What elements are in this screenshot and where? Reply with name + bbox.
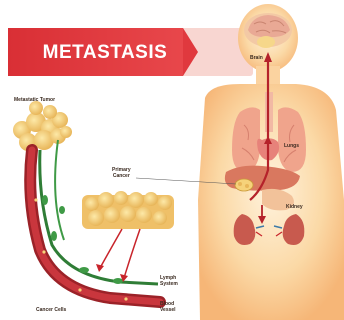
label-brain: Brain bbox=[250, 56, 263, 62]
label-metastatic-tumor: Metastatic Tumor bbox=[14, 98, 55, 104]
banner-title: METASTASIS bbox=[30, 40, 180, 66]
label-kidney: Kidney bbox=[286, 205, 303, 211]
label-lungs: Lungs bbox=[284, 144, 299, 150]
label-lymph-system: Lymph System bbox=[160, 276, 178, 287]
primary-cancer-spot bbox=[235, 179, 253, 191]
label-primary-cancer-line2: Cancer bbox=[112, 174, 131, 180]
label-primary-cancer: Primary Cancer bbox=[112, 168, 131, 179]
primary-tumor-tissue bbox=[82, 191, 174, 229]
metastatic-tumor bbox=[13, 101, 72, 151]
tumor-spread-arrows bbox=[96, 229, 140, 282]
label-blood-vessel: Blood Vessel bbox=[160, 302, 176, 313]
label-cancer-cells: Cancer Cells bbox=[36, 308, 66, 314]
label-lymph-system-line2: System bbox=[160, 282, 178, 288]
label-blood-vessel-line2: Vessel bbox=[160, 308, 176, 314]
